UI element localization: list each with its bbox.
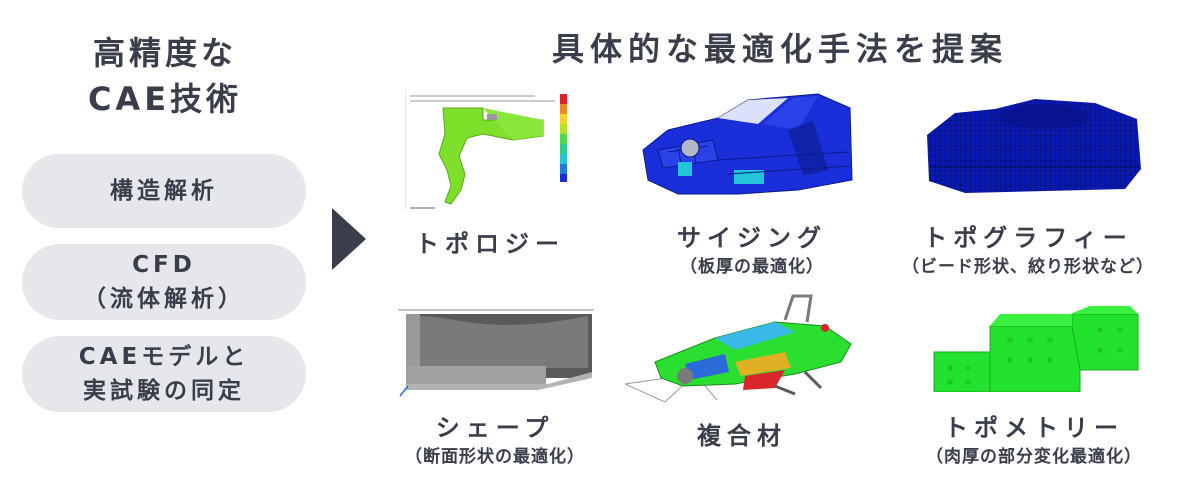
shape-result-image bbox=[398, 306, 598, 406]
method-label-shape: シェープ bbox=[435, 414, 555, 442]
method-label-sizing: サイジング bbox=[677, 224, 827, 252]
composite-result-image bbox=[625, 294, 852, 403]
method-label-topometry: トポメトリー bbox=[944, 414, 1124, 442]
method-label-topology: トポロジー bbox=[415, 230, 565, 258]
topometry-result-image bbox=[933, 306, 1139, 392]
method-sub-topometry: （肉厚の部分変化最適化） bbox=[926, 447, 1142, 467]
left-title: 高精度な CAE技術 bbox=[40, 30, 290, 122]
pill-line2: 実試験の同定 bbox=[83, 378, 245, 404]
method-label-topography: トポグラフィー bbox=[923, 224, 1133, 252]
topography-result-image bbox=[927, 99, 1141, 193]
pill-line1: CAEモデルと bbox=[78, 344, 250, 370]
topology-result-image bbox=[405, 90, 575, 215]
pill-cfd: CFD （流体解析） bbox=[22, 244, 306, 320]
pill-line1: CFD bbox=[132, 252, 196, 278]
left-title-line2: CAE技術 bbox=[87, 80, 243, 118]
right-title: 具体的な最適化手法を提案 bbox=[551, 30, 1008, 68]
method-sub-topography: （ビード形状、絞り形状など） bbox=[902, 257, 1154, 277]
pill-structural-analysis: 構造解析 bbox=[22, 154, 306, 228]
pill-line1: 構造解析 bbox=[110, 178, 218, 204]
pill-cae-model-validation: CAEモデルと 実試験の同定 bbox=[22, 336, 306, 412]
left-title-line1: 高精度な bbox=[92, 34, 237, 72]
method-sub-shape: （断面形状の最適化） bbox=[405, 447, 585, 467]
arrow-right-icon bbox=[332, 208, 366, 270]
method-sub-sizing: （板厚の最適化） bbox=[680, 257, 824, 277]
method-label-composite: 複合材 bbox=[697, 422, 787, 450]
sizing-result-image bbox=[642, 93, 853, 195]
pill-line2: （流体解析） bbox=[83, 286, 245, 312]
